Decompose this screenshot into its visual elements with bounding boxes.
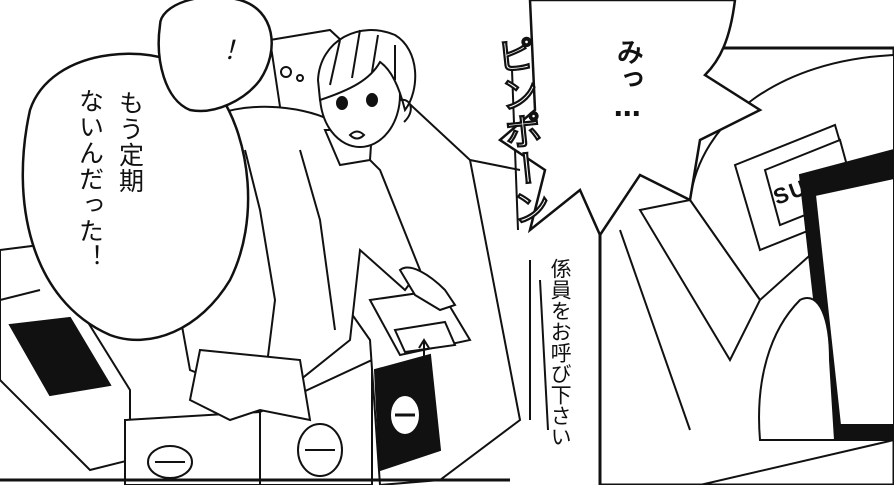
exclamation-mark: ！: [205, 38, 236, 64]
speech-bubble: [21, 0, 304, 342]
thought-balloon: [497, 0, 763, 238]
hand: [758, 297, 837, 441]
speech-line-1: もう定期: [115, 90, 145, 194]
gate-sign-text: 係員をお呼び下さい: [548, 258, 573, 447]
ticket-gate-front: [124, 358, 373, 485]
speech-line-2: ないんだった！: [75, 88, 105, 270]
thought-text: みっ…: [611, 38, 643, 123]
left-panel: [0, 0, 549, 485]
